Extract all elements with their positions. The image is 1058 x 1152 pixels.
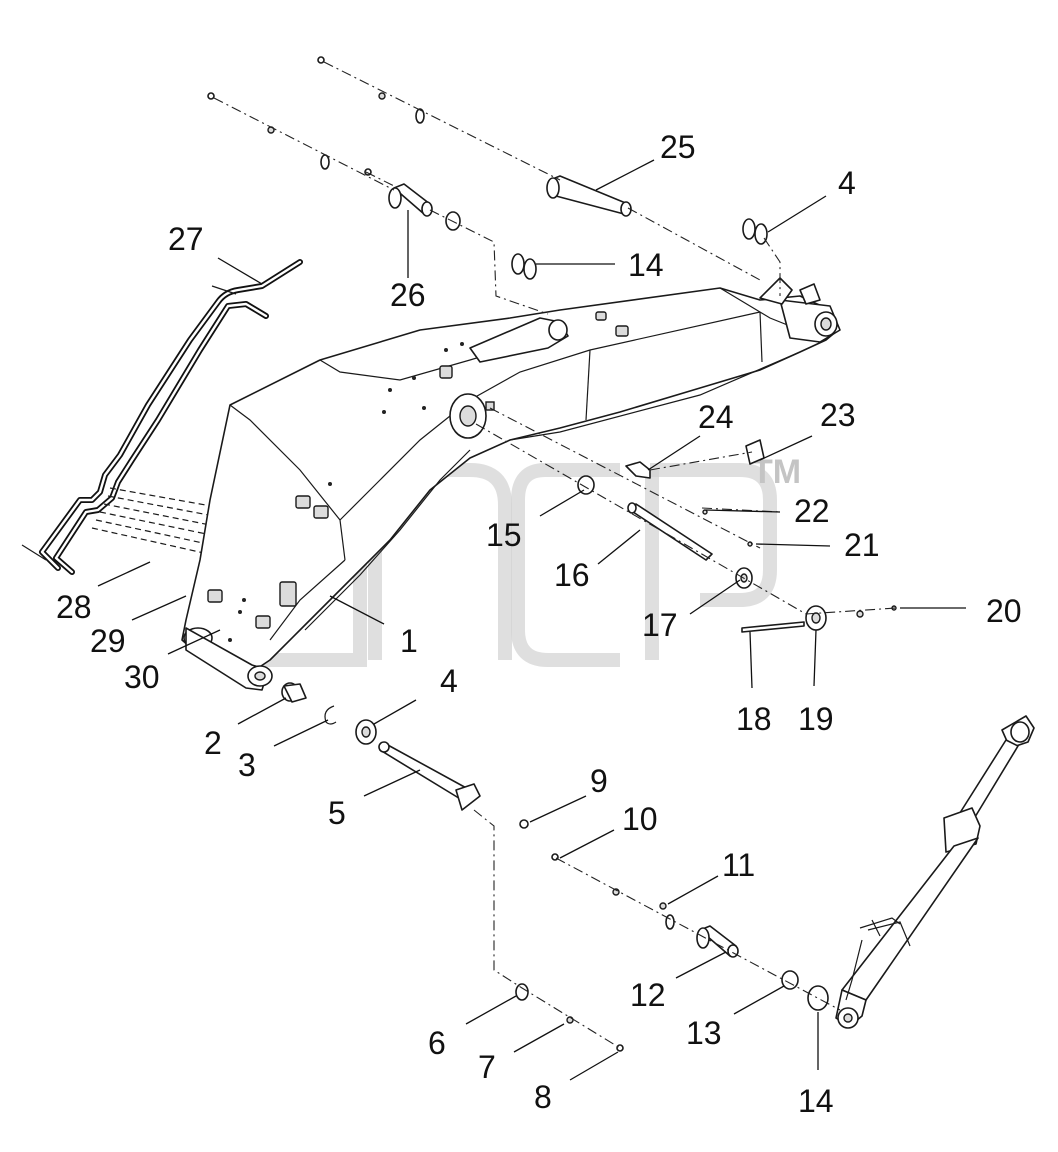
callout-24: 24 [698,399,734,435]
callout-14b: 14 [798,1083,834,1119]
callout-2: 2 [204,725,222,761]
callout-8: 8 [534,1079,552,1115]
callout-3: 3 [238,747,256,783]
leader-lines [97,159,966,1081]
boom-body [181,277,841,691]
callout-28: 28 [56,589,92,625]
callout-10: 10 [622,801,658,837]
callout-5: 5 [328,795,346,831]
callout-25: 25 [660,129,696,165]
callout-23: 23 [820,397,856,433]
callout-22: 22 [794,493,830,529]
callout-14a: 14 [628,247,664,283]
callout-18: 18 [736,701,772,737]
callout-20: 20 [986,593,1022,629]
hose-assembly [21,259,303,575]
callout-19: 19 [798,701,834,737]
callout-11: 11 [722,847,755,883]
callout-16: 16 [554,557,590,593]
callout-1: 1 [400,623,418,659]
callout-9: 9 [590,763,608,799]
callout-6: 6 [428,1025,446,1061]
callout-4b: 4 [838,165,856,201]
assembly-lines [213,61,897,1049]
callout-4a: 4 [440,663,458,699]
callout-27: 27 [168,221,204,257]
callout-26: 26 [390,277,426,313]
callout-21: 21 [844,527,880,563]
callout-7: 7 [478,1049,496,1085]
callout-30: 30 [124,659,160,695]
callout-15: 15 [486,517,522,553]
callout-29: 29 [90,623,126,659]
callout-labels: 1 2 3 4 4 5 6 7 8 9 10 11 12 13 14 14 15… [56,129,1022,1119]
arm-cylinder [835,715,1035,1029]
callout-17: 17 [642,607,678,643]
callout-12: 12 [630,977,666,1013]
callout-13: 13 [686,1015,722,1051]
